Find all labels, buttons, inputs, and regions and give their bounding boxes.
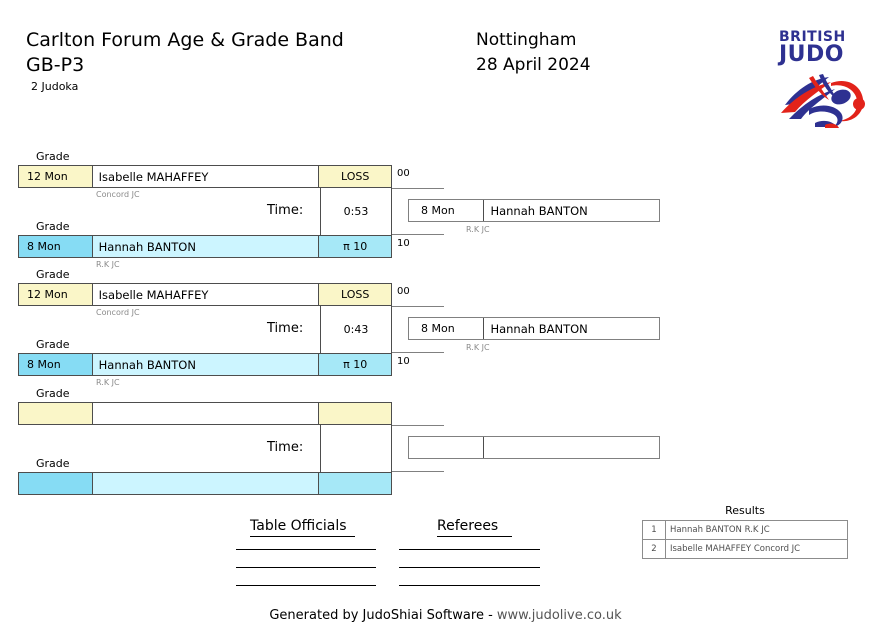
bracket-connector bbox=[392, 352, 444, 353]
competitor-row-white[interactable]: 12 Mon Isabelle MAHAFFEY LOSS bbox=[18, 165, 392, 188]
competition-category: GB-P3 bbox=[26, 54, 85, 76]
grade-label-top: Grade bbox=[36, 150, 70, 163]
result-rank: 2 bbox=[642, 539, 666, 559]
footer: Generated by JudoShiai Software - www.ju… bbox=[0, 608, 891, 623]
competitor-name bbox=[92, 473, 320, 494]
footer-url[interactable]: www.judolive.co.uk bbox=[496, 608, 622, 623]
grade-label-bottom: Grade bbox=[36, 457, 70, 470]
british-judo-logo: BRITISH JUDO bbox=[779, 30, 871, 128]
competitor-points: 00 bbox=[397, 168, 410, 179]
competitor-grade: 8 Mon bbox=[19, 236, 93, 257]
match-time-label: Time: bbox=[267, 440, 304, 455]
bracket-connector bbox=[392, 188, 444, 189]
competitor-club: Concord JC bbox=[96, 190, 140, 199]
winner-club: R.K JC bbox=[466, 225, 490, 234]
competitor-score bbox=[319, 473, 391, 494]
winner-grade: 8 Mon bbox=[409, 318, 485, 339]
match-time-cell: 0:43 bbox=[320, 306, 392, 353]
grade-label-top: Grade bbox=[36, 268, 70, 281]
competitor-points: 10 bbox=[397, 238, 410, 249]
result-rank: 1 bbox=[642, 520, 666, 540]
judoka-count: 2 Judoka bbox=[31, 80, 79, 93]
competitor-club: R.K JC bbox=[96, 260, 120, 269]
competitor-row-white[interactable] bbox=[18, 402, 392, 425]
table-row[interactable]: 1 Hannah BANTON R.K JC bbox=[642, 520, 848, 540]
competitor-score: LOSS bbox=[319, 166, 391, 187]
winner-row[interactable] bbox=[408, 436, 660, 459]
referee-signature-line[interactable] bbox=[399, 567, 540, 568]
table-officials-signature-line[interactable] bbox=[236, 549, 376, 550]
footer-generated-by: Generated by JudoShiai Software - bbox=[269, 608, 497, 623]
table-officials-signature-line[interactable] bbox=[236, 585, 376, 586]
match-time-label: Time: bbox=[267, 203, 304, 218]
competitor-name: Isabelle MAHAFFEY bbox=[92, 166, 320, 187]
bracket-connector bbox=[392, 425, 444, 426]
logo-text-british: BRITISH bbox=[779, 29, 846, 45]
result-entry: Isabelle MAHAFFEY Concord JC bbox=[665, 539, 848, 559]
grade-label-top: Grade bbox=[36, 387, 70, 400]
grade-label-bottom: Grade bbox=[36, 338, 70, 351]
match-time-label: Time: bbox=[267, 321, 304, 336]
competition-header: Carlton Forum Age & Grade Band GB-P3 2 J… bbox=[26, 28, 344, 96]
winner-club: R.K JC bbox=[466, 343, 490, 352]
competition-name: Carlton Forum Age & Grade Band bbox=[26, 29, 344, 51]
competitor-club: Concord JC bbox=[96, 308, 140, 317]
results-table: 1 Hannah BANTON R.K JC 2 Isabelle MAHAFF… bbox=[642, 520, 848, 559]
logo-text-judo: JUDO bbox=[779, 42, 845, 67]
competitor-grade bbox=[19, 473, 93, 494]
competitor-grade: 12 Mon bbox=[19, 166, 93, 187]
winner-grade bbox=[409, 437, 485, 458]
results-section: Results 1 Hannah BANTON R.K JC 2 Isabell… bbox=[642, 504, 848, 559]
referees-heading: Referees bbox=[437, 518, 512, 537]
competitor-score bbox=[319, 403, 391, 424]
competitor-grade: 8 Mon bbox=[19, 354, 93, 375]
winner-name: Hannah BANTON bbox=[490, 203, 588, 218]
competitor-grade: 12 Mon bbox=[19, 284, 93, 305]
winner-grade: 8 Mon bbox=[409, 200, 485, 221]
competitor-name: Hannah BANTON bbox=[92, 354, 320, 375]
competitor-name: Isabelle MAHAFFEY bbox=[92, 284, 320, 305]
event-date: 28 April 2024 bbox=[476, 55, 591, 75]
competitor-grade bbox=[19, 403, 93, 424]
competitor-points: 00 bbox=[397, 286, 410, 297]
winner-row[interactable]: 8 Mon Hannah BANTON bbox=[408, 317, 660, 340]
table-officials-signature-line[interactable] bbox=[236, 567, 376, 568]
event-header: Nottingham 28 April 2024 bbox=[476, 28, 591, 78]
table-officials-heading: Table Officials bbox=[250, 518, 355, 537]
logo-judoka-mark bbox=[779, 69, 871, 129]
results-title: Results bbox=[725, 504, 765, 517]
bracket-connector bbox=[392, 234, 444, 235]
competitor-row-blue[interactable]: 8 Mon Hannah BANTON π 10 bbox=[18, 353, 392, 376]
competitor-score: π 10 bbox=[319, 236, 391, 257]
competitor-score: π 10 bbox=[319, 354, 391, 375]
grade-label-bottom: Grade bbox=[36, 220, 70, 233]
competitor-points: 10 bbox=[397, 356, 410, 367]
competitor-row-blue[interactable]: 8 Mon Hannah BANTON π 10 bbox=[18, 235, 392, 258]
competitor-row-white[interactable]: 12 Mon Isabelle MAHAFFEY LOSS bbox=[18, 283, 392, 306]
winner-row[interactable]: 8 Mon Hannah BANTON bbox=[408, 199, 660, 222]
competitor-club: R.K JC bbox=[96, 378, 120, 387]
competitor-name bbox=[92, 403, 320, 424]
result-entry: Hannah BANTON R.K JC bbox=[665, 520, 848, 540]
bracket-connector bbox=[392, 471, 444, 472]
competitor-name: Hannah BANTON bbox=[92, 236, 320, 257]
competitor-score: LOSS bbox=[319, 284, 391, 305]
winner-name: Hannah BANTON bbox=[490, 321, 588, 336]
match-time-cell: 0:53 bbox=[320, 188, 392, 235]
competitor-row-blue[interactable] bbox=[18, 472, 392, 495]
referee-signature-line[interactable] bbox=[399, 585, 540, 586]
bracket-connector bbox=[392, 306, 444, 307]
table-row[interactable]: 2 Isabelle MAHAFFEY Concord JC bbox=[642, 539, 848, 559]
winner-name bbox=[484, 437, 659, 458]
event-city: Nottingham bbox=[476, 30, 577, 50]
referee-signature-line[interactable] bbox=[399, 549, 540, 550]
match-time-cell bbox=[320, 425, 392, 472]
